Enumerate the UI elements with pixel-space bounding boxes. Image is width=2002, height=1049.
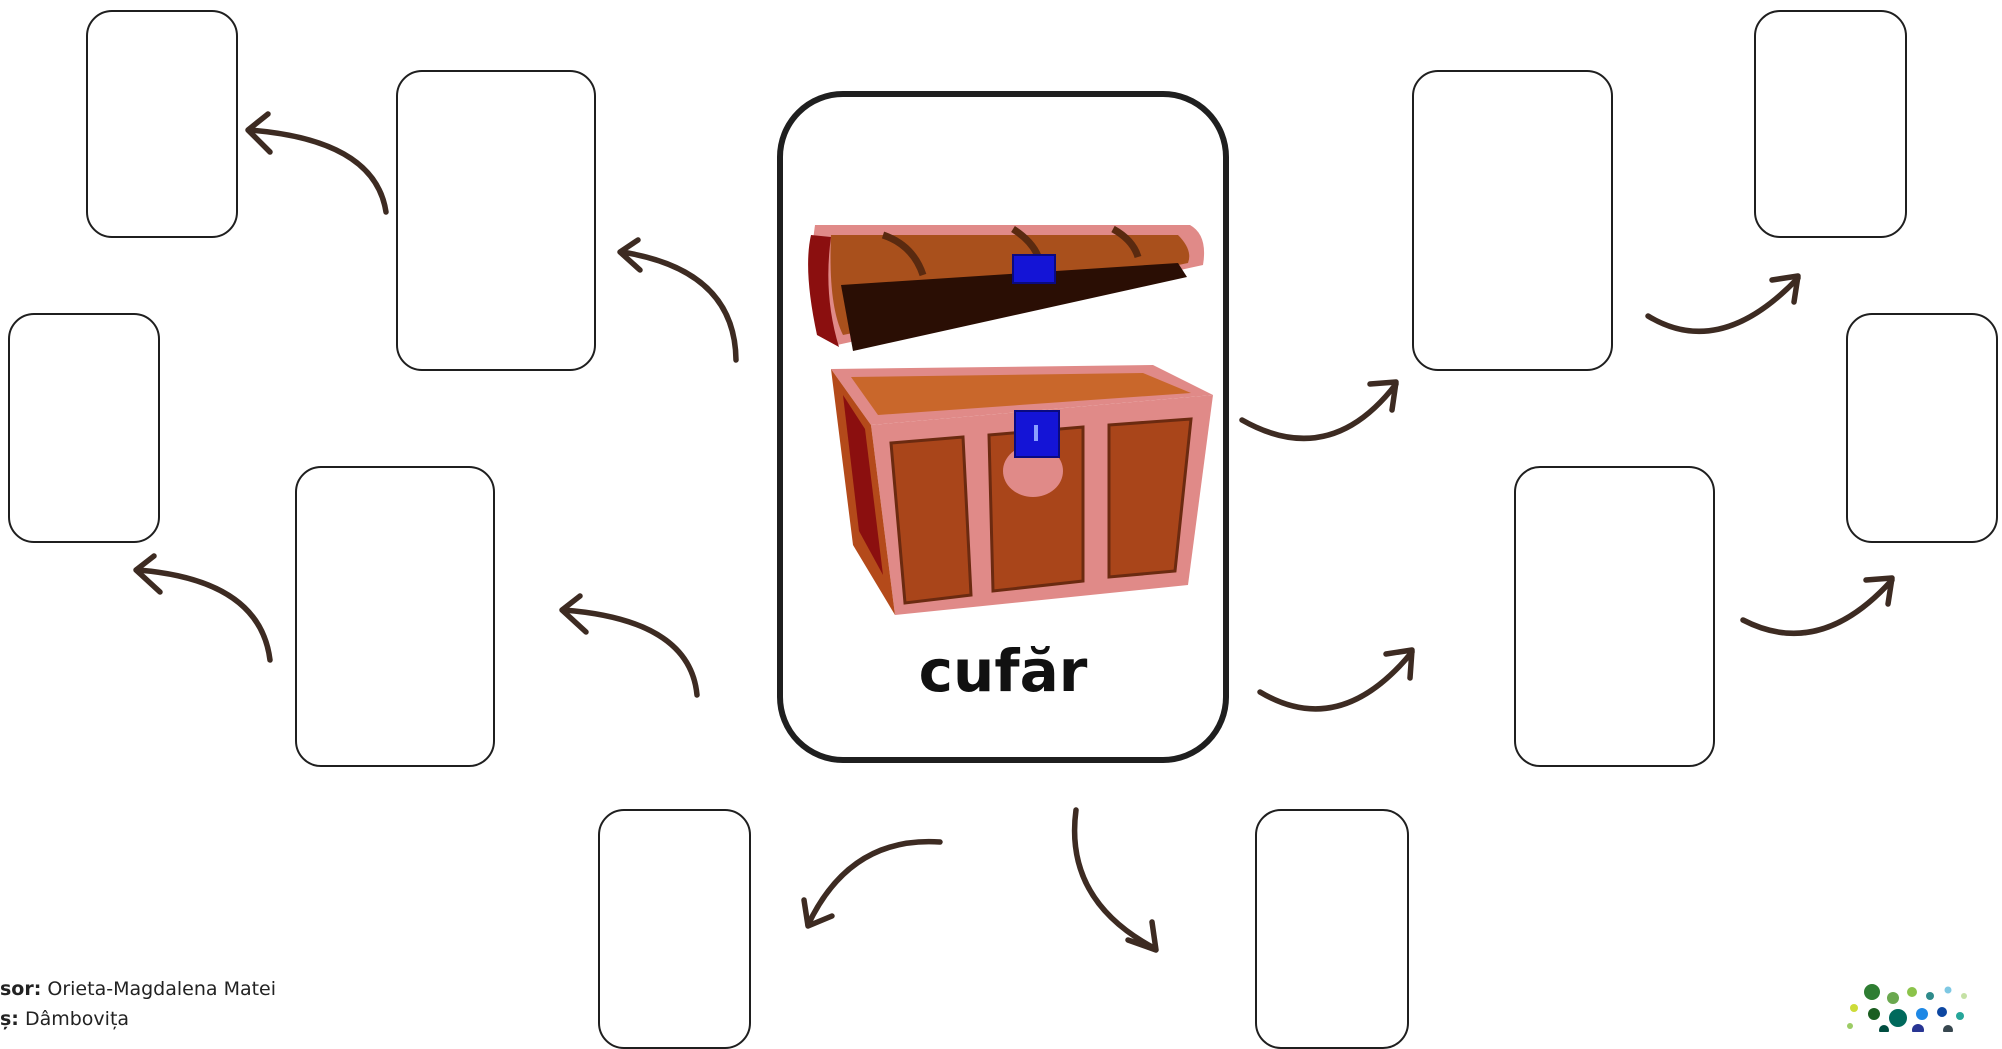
curved-arrow-icon — [1071, 807, 1157, 951]
center-word-card: cufăr — [777, 91, 1229, 763]
curved-arrow-icon — [805, 838, 943, 928]
answer-card-6[interactable] — [1255, 809, 1409, 1049]
treasure-chest-illustration — [808, 225, 1213, 615]
curved-arrow-icon — [247, 127, 389, 215]
answer-card-10[interactable] — [1514, 466, 1715, 767]
answer-card-2[interactable] — [396, 70, 596, 371]
curved-arrow-icon — [1383, 647, 1415, 681]
curved-arrow-icon — [245, 111, 273, 155]
curved-arrow-icon — [801, 897, 835, 929]
answer-card-4[interactable] — [295, 466, 495, 767]
curved-arrow-icon — [1125, 919, 1159, 953]
location-name: Dâmbovița — [24, 1008, 130, 1030]
curved-arrow-icon — [1239, 381, 1399, 442]
curved-arrow-icon — [1645, 275, 1801, 335]
answer-card-7[interactable] — [1412, 70, 1613, 371]
location-credit: ș: Dâmbovița — [0, 1008, 129, 1030]
curved-arrow-icon — [135, 567, 273, 663]
curved-arrow-icon — [619, 249, 739, 363]
curved-arrow-icon — [1257, 649, 1415, 712]
author-label: sor: — [0, 978, 42, 1000]
curved-arrow-icon — [133, 553, 163, 595]
answer-card-1[interactable] — [86, 10, 238, 238]
curved-arrow-icon — [1769, 273, 1801, 305]
author-credit: sor: Orieta-Magdalena Matei — [0, 978, 276, 1000]
curved-arrow-icon — [1863, 575, 1895, 607]
curved-arrow-icon — [1367, 379, 1399, 413]
answer-card-3[interactable] — [8, 313, 160, 543]
location-label: ș: — [0, 1008, 19, 1030]
dots-logo-icon — [1847, 984, 1967, 1032]
center-word: cufăr — [918, 637, 1088, 705]
curved-arrow-icon — [1740, 577, 1895, 637]
curved-arrow-icon — [559, 593, 589, 635]
answer-card-5[interactable] — [598, 809, 751, 1049]
curved-arrow-icon — [617, 237, 643, 273]
curved-arrow-icon — [561, 607, 700, 698]
answer-card-9[interactable] — [1846, 313, 1998, 543]
answer-card-8[interactable] — [1754, 10, 1907, 238]
author-name: Orieta-Magdalena Matei — [47, 978, 277, 1000]
